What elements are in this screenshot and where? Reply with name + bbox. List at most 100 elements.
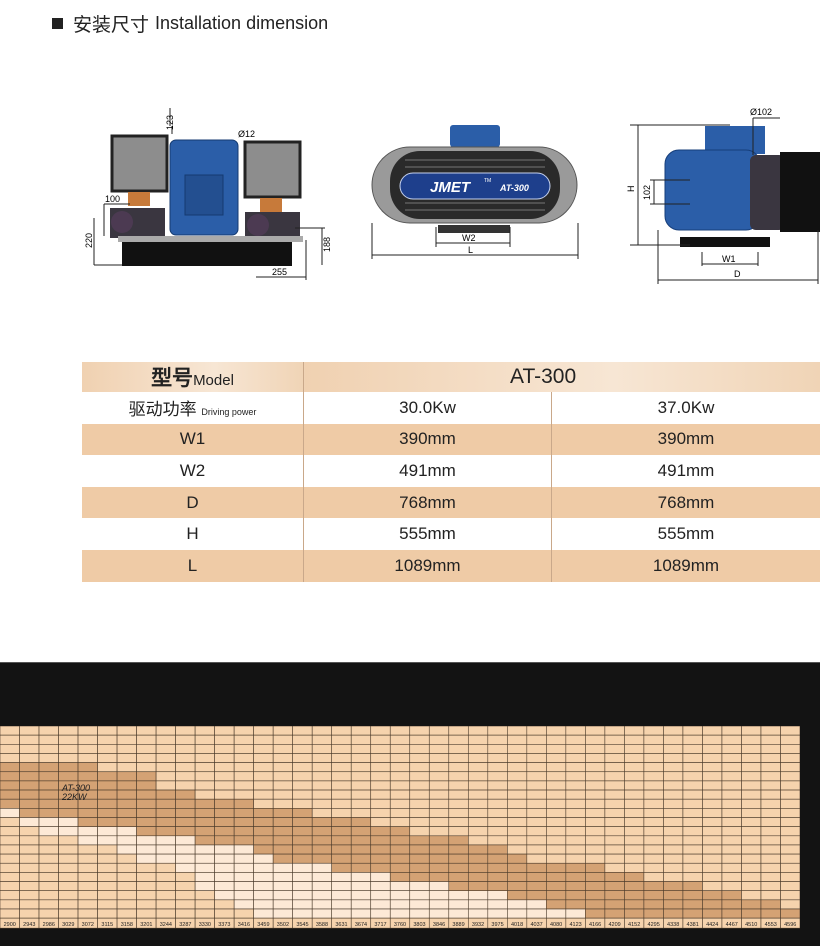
grid-cell xyxy=(156,818,176,827)
grid-cell xyxy=(683,781,703,790)
grid-cell xyxy=(585,909,605,918)
grid-cell xyxy=(468,836,488,845)
bullet-square-icon xyxy=(52,18,63,29)
grid-cell xyxy=(273,863,293,872)
grid-cell xyxy=(98,808,118,817)
grid-cell xyxy=(507,726,527,735)
value-2: 768mm xyxy=(552,487,820,519)
grid-cell xyxy=(585,753,605,762)
grid-cell xyxy=(371,836,391,845)
grid-cell xyxy=(78,882,98,891)
grid-cell xyxy=(546,726,566,735)
grid-cell xyxy=(722,753,742,762)
grid-cell xyxy=(390,827,410,836)
series-annotation: 22KW xyxy=(61,792,88,802)
grid-cell xyxy=(546,872,566,881)
grid-cell xyxy=(332,818,352,827)
grid-cell xyxy=(195,735,215,744)
grid-cell xyxy=(683,744,703,753)
grid-cell xyxy=(20,900,40,909)
grid-cell xyxy=(98,753,118,762)
grid-cell xyxy=(39,854,59,863)
grid-cell xyxy=(234,763,254,772)
grid-cell xyxy=(390,790,410,799)
grid-cell xyxy=(234,863,254,872)
model-label-en: Model xyxy=(193,372,234,389)
grid-cell xyxy=(59,818,79,827)
grid-cell xyxy=(117,763,137,772)
grid-cell xyxy=(98,799,118,808)
grid-cell xyxy=(410,909,430,918)
grid-cell xyxy=(0,891,20,900)
grid-cell xyxy=(468,790,488,799)
grid-cell xyxy=(234,790,254,799)
grid-cell xyxy=(761,891,781,900)
grid-cell xyxy=(488,845,508,854)
grid-cell xyxy=(468,882,488,891)
grid-cell xyxy=(78,836,98,845)
grid-cell xyxy=(566,882,586,891)
grid-cell xyxy=(663,827,683,836)
grid-cell xyxy=(722,872,742,881)
grid-cell xyxy=(273,799,293,808)
grid-cell xyxy=(176,808,196,817)
grid-cell xyxy=(663,808,683,817)
grid-cell xyxy=(176,882,196,891)
grid-cell xyxy=(254,726,274,735)
header-title-en: Installation dimension xyxy=(155,13,328,34)
grid-cell xyxy=(429,891,449,900)
grid-cell xyxy=(488,799,508,808)
x-tick-label: 4381 xyxy=(687,922,699,928)
grid-cell xyxy=(741,909,761,918)
grid-cell xyxy=(215,845,235,854)
grid-cell xyxy=(195,891,215,900)
grid-cell xyxy=(293,872,313,881)
grid-cell xyxy=(273,827,293,836)
grid-cell xyxy=(702,845,722,854)
grid-cell xyxy=(624,854,644,863)
grid-cell xyxy=(429,845,449,854)
grid-cell xyxy=(390,836,410,845)
grid-cell xyxy=(39,863,59,872)
grid-cell xyxy=(488,818,508,827)
grid-cell xyxy=(176,781,196,790)
grid-cell xyxy=(156,909,176,918)
grid-cell xyxy=(59,891,79,900)
grid-cell xyxy=(273,872,293,881)
grid-cell xyxy=(468,744,488,753)
value-2: 555mm xyxy=(552,518,820,550)
grid-cell xyxy=(722,863,742,872)
grid-cell xyxy=(468,900,488,909)
grid-cell xyxy=(663,872,683,881)
grid-cell xyxy=(546,891,566,900)
grid-cell xyxy=(293,900,313,909)
grid-cell xyxy=(234,818,254,827)
grid-cell xyxy=(644,863,664,872)
grid-cell xyxy=(117,827,137,836)
grid-cell xyxy=(234,753,254,762)
grid-cell xyxy=(234,836,254,845)
grid-cell xyxy=(351,854,371,863)
grid-cell xyxy=(468,808,488,817)
grid-cell xyxy=(215,827,235,836)
grid-cell xyxy=(273,790,293,799)
grid-cell xyxy=(273,726,293,735)
grid-cell xyxy=(20,845,40,854)
grid-cell xyxy=(449,763,469,772)
grid-cell xyxy=(390,882,410,891)
grid-cell xyxy=(371,753,391,762)
grid-cell xyxy=(215,882,235,891)
grid-cell xyxy=(683,882,703,891)
grid-cell xyxy=(702,763,722,772)
grid-cell xyxy=(761,900,781,909)
grid-cell xyxy=(507,808,527,817)
grid-cell xyxy=(722,882,742,891)
brand-tm: TM xyxy=(484,178,491,184)
grid-cell xyxy=(137,872,157,881)
grid-cell xyxy=(488,909,508,918)
grid-cell xyxy=(780,818,800,827)
grid-cell xyxy=(293,882,313,891)
grid-cell xyxy=(702,900,722,909)
grid-cell xyxy=(0,744,20,753)
grid-cell xyxy=(78,909,98,918)
